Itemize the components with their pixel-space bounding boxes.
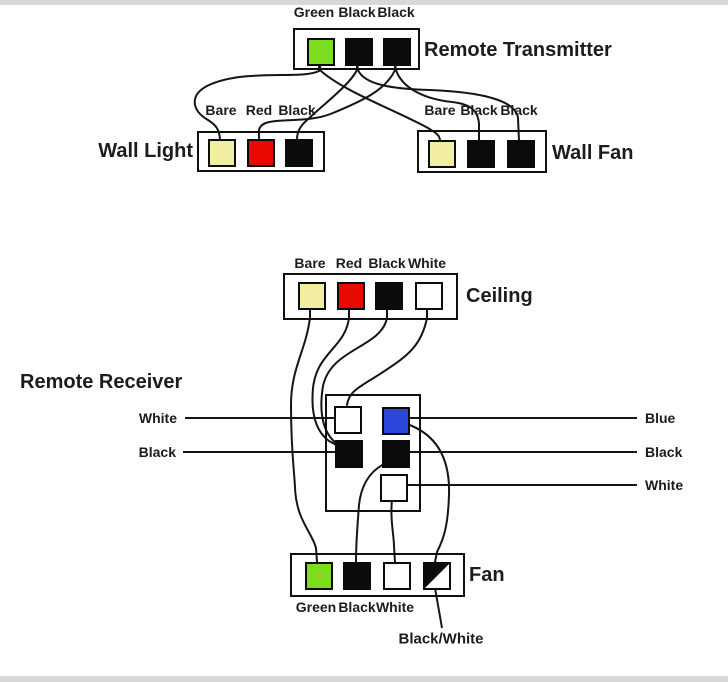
top-edge-strip xyxy=(0,0,728,5)
ceiling-box xyxy=(283,273,458,320)
terminal-wall-light-bare xyxy=(208,139,236,167)
label-black: Black xyxy=(460,102,498,118)
fan-box xyxy=(290,553,465,597)
terminal-remote-receiver-white-in xyxy=(334,406,362,434)
wire-transmitter-black-2-to-wall-fan-black xyxy=(394,62,480,142)
terminal-wall-light-red xyxy=(247,139,275,167)
terminal-ceiling-bare xyxy=(298,282,326,310)
wire-transmitter-black-2-to-wall-light-red xyxy=(258,62,396,142)
label-red: Red xyxy=(335,255,363,271)
wall-fan-box xyxy=(417,130,547,173)
terminal-fan-black-white xyxy=(423,562,451,590)
label-white: White xyxy=(138,410,177,426)
bottom-edge-strip xyxy=(0,676,728,682)
terminal-remote-receiver-white-out xyxy=(380,474,408,502)
label-bare: Bare xyxy=(205,102,237,118)
remote-transmitter-box xyxy=(293,28,420,70)
label-bare: Bare xyxy=(424,102,456,118)
wire-transmitter-green-to-wall-fan-bare xyxy=(318,62,441,142)
terminal-remote-receiver-blue xyxy=(382,407,410,435)
wire-receiver-black-out-to-fan-black xyxy=(355,463,385,563)
terminal-remote-transmitter-black xyxy=(345,38,373,66)
label-remote-transmitter: Remote Transmitter xyxy=(424,39,612,61)
label-fan: Fan xyxy=(469,564,505,586)
label-green: Green xyxy=(293,4,335,20)
wire-ceiling-red-to-receiver-black-in xyxy=(311,306,350,448)
wall-light-box xyxy=(197,131,325,172)
label-black-white: Black/White xyxy=(398,630,484,648)
wire-ceiling-black-to-receiver-black-in xyxy=(320,306,388,450)
terminal-remote-transmitter-green xyxy=(307,38,335,66)
wire-transmitter-black-to-wall-light-black xyxy=(296,62,358,142)
label-green: Green xyxy=(295,599,337,615)
wire-receiver-blue-to-fan-black-white xyxy=(406,423,451,563)
terminal-remote-receiver-black-in xyxy=(335,440,363,468)
label-black: Black xyxy=(278,102,316,118)
wire-ceiling-white-to-receiver-white-in xyxy=(346,306,428,406)
label-white: White xyxy=(645,477,684,493)
label-black: Black xyxy=(338,4,376,20)
terminal-ceiling-white xyxy=(415,282,443,310)
label-white: White xyxy=(407,255,447,271)
terminal-remote-receiver-black-out xyxy=(382,440,410,468)
terminal-wall-fan-black xyxy=(467,140,495,168)
label-black: Black xyxy=(645,444,683,460)
label-blue: Blue xyxy=(645,410,676,426)
terminal-wall-fan-bare xyxy=(428,140,456,168)
terminal-fan-black xyxy=(343,562,371,590)
label-red: Red xyxy=(245,102,273,118)
wire-transmitter-black-to-wall-fan-black-2 xyxy=(356,62,520,142)
label-white: White xyxy=(375,599,415,615)
terminal-remote-transmitter-black-2 xyxy=(383,38,411,66)
terminal-fan-green xyxy=(305,562,333,590)
terminal-fan-white xyxy=(383,562,411,590)
terminal-wall-fan-black-2 xyxy=(507,140,535,168)
label-black: Black xyxy=(368,255,406,271)
label-ceiling: Ceiling xyxy=(466,285,533,307)
label-black: Black xyxy=(500,102,538,118)
wire-transmitter-green-to-wall-light-bare xyxy=(193,62,320,142)
wire-receiver-white-out-to-fan-white xyxy=(390,498,396,563)
terminal-wall-light-black xyxy=(285,139,313,167)
label-black: Black xyxy=(377,4,415,20)
label-wall-light: Wall Light xyxy=(98,140,193,162)
label-black: Black xyxy=(338,599,376,615)
label-wall-fan: Wall Fan xyxy=(552,142,634,164)
terminal-ceiling-black xyxy=(375,282,403,310)
label-remote-receiver: Remote Receiver xyxy=(20,371,183,393)
label-black: Black xyxy=(138,444,176,460)
terminal-ceiling-red xyxy=(337,282,365,310)
label-bare: Bare xyxy=(294,255,326,271)
wire-ceiling-bare-to-fan-green xyxy=(289,306,318,563)
black-white-pointer xyxy=(434,587,443,629)
remote-receiver-box xyxy=(325,394,421,512)
